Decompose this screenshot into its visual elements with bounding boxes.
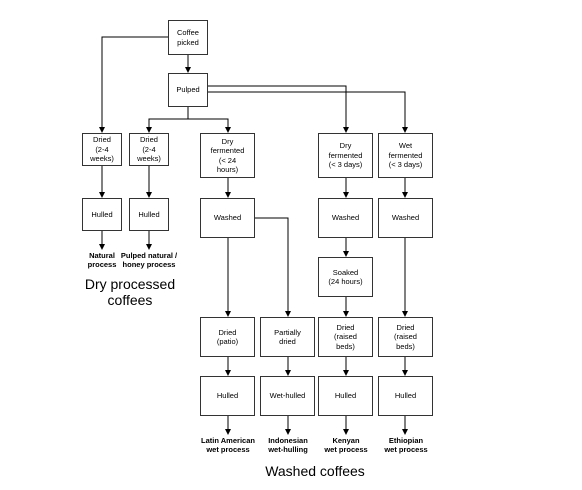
node-wet-hulled: Wet-hulled xyxy=(260,376,315,416)
outcome-natural-process: Natural process xyxy=(87,251,117,269)
node-dried-patio: Dried (patio) xyxy=(200,317,255,357)
node-partially-dried: Partially dried xyxy=(260,317,315,357)
edge-picked-to-dried-natural xyxy=(99,36,168,133)
edge-pulped-to-dry-fermented-3d xyxy=(208,85,349,133)
edge-pulped-to-dry-fermented-24h xyxy=(187,107,231,133)
edge-pulped-to-wet-fermented-3d xyxy=(208,91,408,133)
node-hulled-latam: Hulled xyxy=(200,376,255,416)
node-washed-3: Washed xyxy=(378,198,433,238)
edge-pulped-to-dried-pulped xyxy=(146,107,189,133)
node-soaked: Soaked (24 hours) xyxy=(318,257,373,297)
node-dried-pulped: Dried (2-4 weeks) xyxy=(129,133,169,166)
node-washed-2: Washed xyxy=(318,198,373,238)
node-coffee-picked: Coffee picked xyxy=(168,20,208,55)
node-hulled-pulped: Hulled xyxy=(129,198,169,231)
edge-washed-1-to-partially-dried xyxy=(255,217,291,317)
outcome-kenyan-wet-process: Kenyan wet process xyxy=(324,436,368,454)
node-hulled-kenya: Hulled xyxy=(318,376,373,416)
node-dried-natural: Dried (2-4 weeks) xyxy=(82,133,122,166)
node-dry-fermented-3d: Dry fermented (< 3 days) xyxy=(318,133,373,178)
node-hulled-ethiopia: Hulled xyxy=(378,376,433,416)
node-wet-fermented-3d: Wet fermented (< 3 days) xyxy=(378,133,433,178)
node-dried-raised-kenya: Dried (raised beds) xyxy=(318,317,373,357)
node-dried-raised-ethiopia: Dried (raised beds) xyxy=(378,317,433,357)
group-label-washed: Washed coffees xyxy=(265,463,365,479)
outcome-pulped-natural-process: Pulped natural / honey process xyxy=(120,251,178,269)
outcome-indonesian-wet-hulling: Indonesian wet-hulling xyxy=(268,436,308,454)
outcome-latin-american-wet-process: Latin American wet process xyxy=(201,436,255,454)
group-label-dry-processed: Dry processed coffees xyxy=(84,276,176,308)
outcome-ethiopian-wet-process: Ethiopian wet process xyxy=(384,436,428,454)
node-dry-fermented-24h: Dry fermented (< 24 hours) xyxy=(200,133,255,178)
node-hulled-natural: Hulled xyxy=(82,198,122,231)
node-pulped: Pulped xyxy=(168,73,208,107)
node-washed-1: Washed xyxy=(200,198,255,238)
